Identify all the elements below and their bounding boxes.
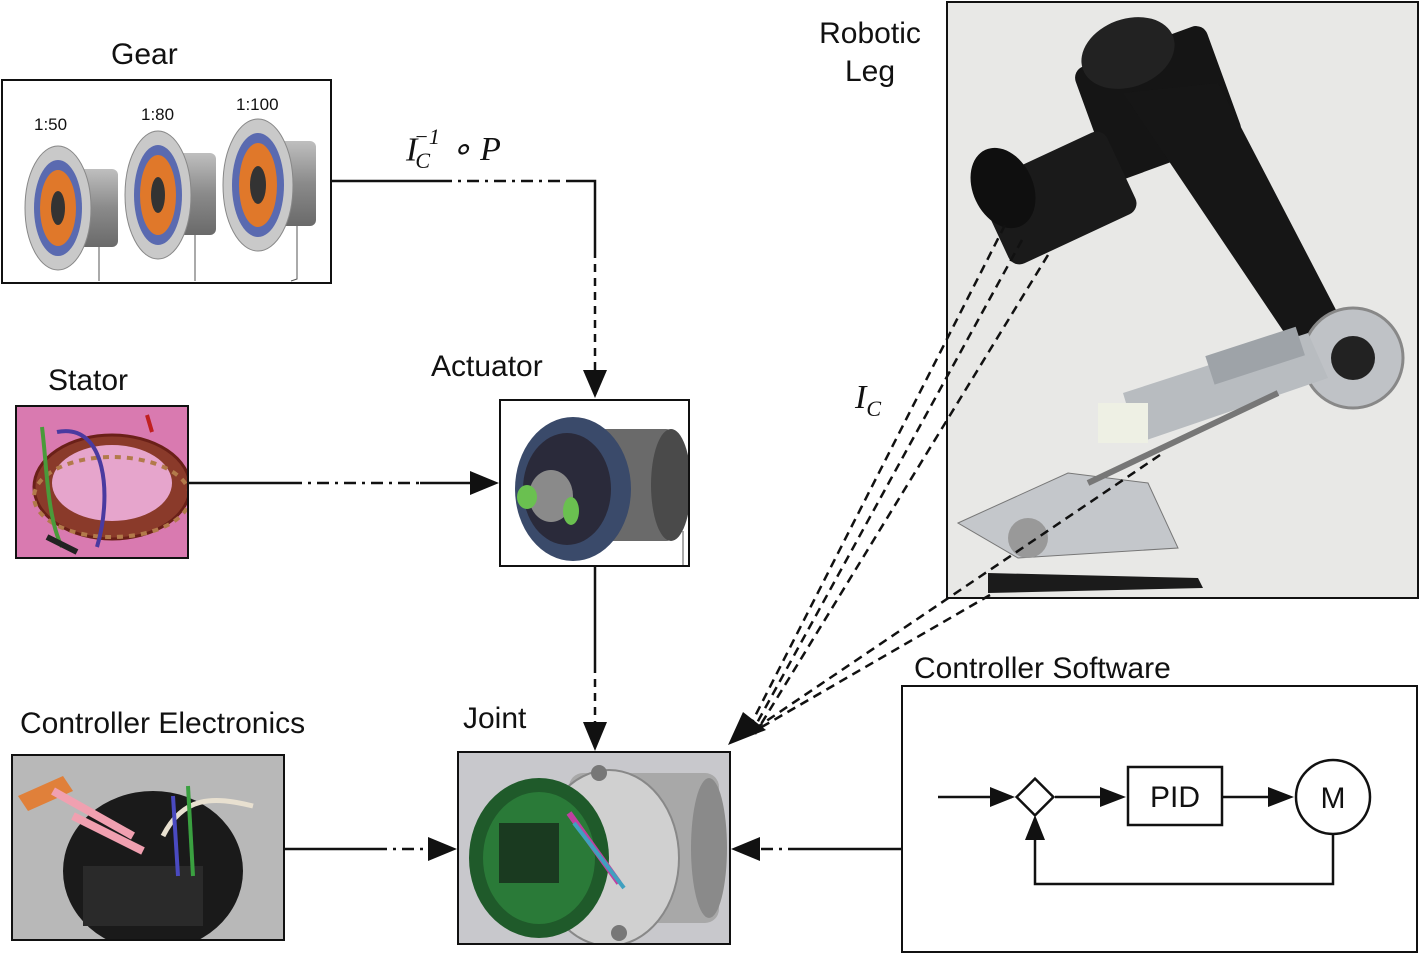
transform-label-lower: IC bbox=[855, 379, 882, 421]
robotic-leg-label: Robotic Leg bbox=[819, 17, 921, 88]
gear-ratio-1: 1:50 bbox=[34, 115, 68, 134]
gear-to-actuator-arrow bbox=[332, 179, 597, 370]
gear-image-box: 1:50 1:80 1:100 bbox=[1, 79, 332, 284]
leg-to-joint-lines bbox=[746, 224, 1161, 735]
joint-label: Joint bbox=[463, 702, 527, 735]
actuator-image-box bbox=[499, 399, 690, 567]
gear-to-actuator-head bbox=[583, 370, 607, 398]
software-to-joint-head bbox=[731, 837, 760, 861]
controller-electronics-label: Controller Electronics bbox=[20, 707, 306, 740]
motor-text: M bbox=[1321, 782, 1346, 815]
controller-software-label: Controller Software bbox=[914, 652, 1171, 685]
stator-label: Stator bbox=[48, 364, 129, 397]
controller-electronics-image bbox=[18, 776, 254, 939]
pid-in-arrow-head bbox=[1100, 787, 1126, 807]
actuator-label: Actuator bbox=[431, 350, 543, 383]
stator-image bbox=[32, 414, 187, 555]
input-arrow-head bbox=[990, 787, 1015, 807]
robotic-leg-image-box bbox=[946, 1, 1419, 599]
controller-electronics-image-box bbox=[11, 754, 285, 941]
gear-label: Gear bbox=[111, 38, 178, 71]
joint-image bbox=[469, 765, 727, 943]
feedback-arrow-head bbox=[1025, 815, 1045, 840]
pid-text: PID bbox=[1150, 781, 1200, 814]
stator-image-box bbox=[15, 405, 189, 559]
actuator-to-joint-head bbox=[583, 722, 607, 751]
motor-in-arrow-head bbox=[1268, 787, 1294, 807]
motor-block bbox=[1294, 758, 1372, 836]
gear-set-image bbox=[24, 118, 316, 282]
leg-to-joint-head bbox=[728, 712, 766, 745]
gear-ratio-2: 1:80 bbox=[141, 105, 175, 124]
joint-image-box bbox=[457, 751, 731, 945]
actuator-image bbox=[515, 417, 688, 565]
robotic-leg-image bbox=[956, 17, 1405, 593]
pid-block bbox=[1126, 765, 1224, 827]
electronics-to-joint-head bbox=[428, 837, 457, 861]
transform-label-upper: IC−1 ∘ P bbox=[406, 124, 501, 174]
gear-ratio-3: 1:100 bbox=[236, 95, 279, 114]
summing-junction bbox=[1014, 776, 1056, 818]
stator-to-actuator-head bbox=[470, 471, 499, 495]
